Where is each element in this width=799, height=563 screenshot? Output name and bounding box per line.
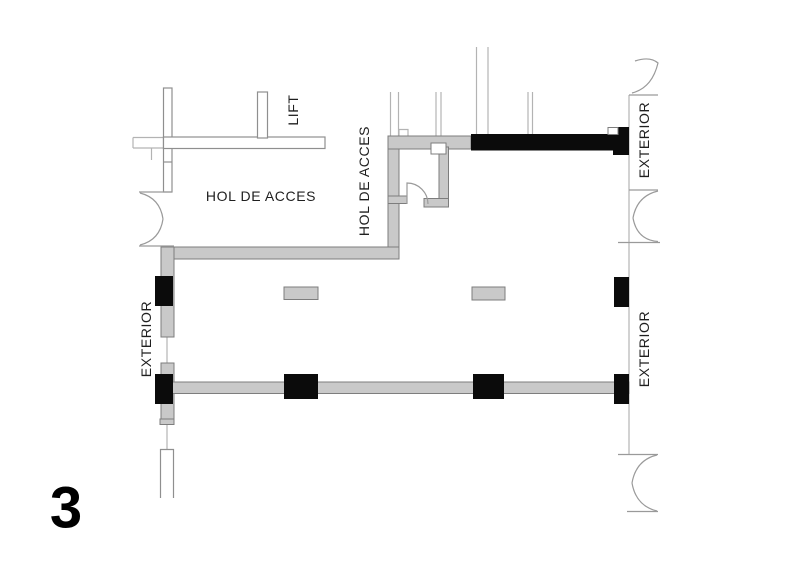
- wall-step-detail: [398, 128, 409, 136]
- hall-south-wall: [160, 246, 400, 260]
- lift-wall-horizontal: [162, 136, 326, 150]
- hall-top-wall-gray: [387, 135, 472, 150]
- window-cap-lower-left: [159, 418, 175, 425]
- column-left: [283, 286, 319, 300]
- sheet-number: 3: [49, 475, 83, 541]
- bottom-long-wall: [171, 381, 630, 394]
- door-swings: [139, 58, 660, 513]
- black-column-right-lower: [614, 374, 629, 404]
- exterior-label-top-right: EXTERIOR: [636, 101, 652, 179]
- hall-label-vertical: HOL DE ACCES: [356, 125, 372, 237]
- exterior-label-left: EXTERIOR: [138, 300, 154, 378]
- lift-wall-vertical: [256, 91, 269, 139]
- black-column-right-upper: [614, 277, 629, 307]
- window-lower-left: [159, 448, 175, 498]
- notch-on-black-cap: [607, 127, 619, 135]
- swing-top-right: [631, 58, 659, 94]
- hall-label-horizontal: HOL DE ACCES: [205, 188, 317, 204]
- closet-door-swing: [406, 182, 429, 205]
- white-notches: [430, 127, 619, 155]
- black-column-left-lower: [155, 374, 173, 404]
- black-column-left-upper: [155, 276, 173, 306]
- closet-south-stub: [423, 198, 449, 208]
- column-right: [471, 286, 506, 301]
- lift-label: LIFT: [285, 94, 301, 126]
- double-swing-left: [139, 192, 164, 246]
- exterior-label-bottom-right: EXTERIOR: [636, 310, 652, 388]
- double-swing-right-upper: [632, 190, 659, 243]
- door-jamb-stub: [387, 195, 408, 204]
- gray-walls: [159, 135, 630, 425]
- double-swing-right-lower: [631, 454, 658, 512]
- black-wall-top: [471, 134, 616, 151]
- black-column-bottom-wall-1: [284, 374, 318, 399]
- notch-closet-wall: [430, 142, 447, 155]
- black-column-bottom-wall-2: [473, 374, 504, 399]
